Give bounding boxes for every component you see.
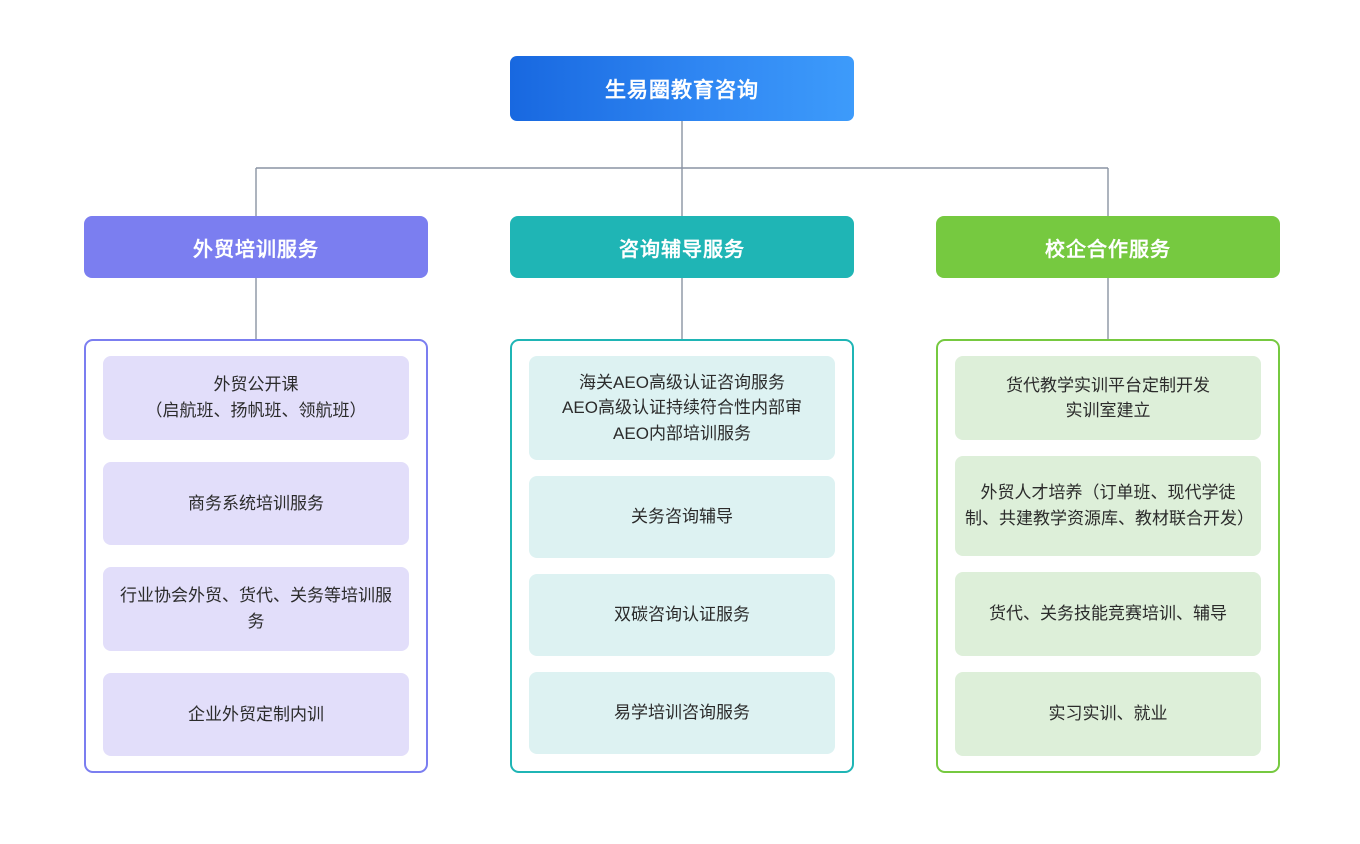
branch-item[interactable]: 关务咨询辅导 [529,476,835,558]
branch-item[interactable]: 外贸公开课 （启航班、扬帆班、领航班） [103,356,409,440]
branch-item[interactable]: 货代、关务技能竞赛培训、辅导 [955,571,1261,656]
branch-group-xiaoqi-hezuo: 货代教学实训平台定制开发 实训室建立 外贸人才培养（订单班、现代学徒制、共建教学… [936,339,1280,773]
branch-header-label: 咨询辅导服务 [619,238,745,261]
branch-item[interactable]: 货代教学实训平台定制开发 实训室建立 [955,356,1261,441]
branch-item[interactable]: 企业外贸定制内训 [103,672,409,756]
branch-header-zixun-fudao[interactable]: 咨询辅导服务 [510,216,854,278]
branch-header-xiaoqi-hezuo[interactable]: 校企合作服务 [936,216,1280,278]
branch-item[interactable]: 行业协会外贸、货代、关务等培训服务 [103,567,409,651]
branch-group-zixun-fudao: 海关AEO高级认证咨询服务 AEO高级认证持续符合性内部审 AEO内部培训服务 … [510,339,854,773]
branch-item[interactable]: 实习实训、就业 [955,671,1261,756]
branch-item[interactable]: 商务系统培训服务 [103,461,409,545]
branch-header-waimao-peixun[interactable]: 外贸培训服务 [84,216,428,278]
branch-group-waimao-peixun: 外贸公开课 （启航班、扬帆班、领航班） 商务系统培训服务 行业协会外贸、货代、关… [84,339,428,773]
branch-header-label: 校企合作服务 [1045,238,1171,261]
root-node-label: 生易圈教育咨询 [605,78,759,102]
branch-item[interactable]: 海关AEO高级认证咨询服务 AEO高级认证持续符合性内部审 AEO内部培训服务 [529,356,835,460]
branch-item[interactable]: 易学培训咨询服务 [529,672,835,754]
branch-item[interactable]: 外贸人才培养（订单班、现代学徒制、共建教学资源库、教材联合开发） [955,456,1261,556]
branch-header-label: 外贸培训服务 [193,238,319,261]
root-node[interactable]: 生易圈教育咨询 [510,56,854,121]
branch-item[interactable]: 双碳咨询认证服务 [529,574,835,656]
